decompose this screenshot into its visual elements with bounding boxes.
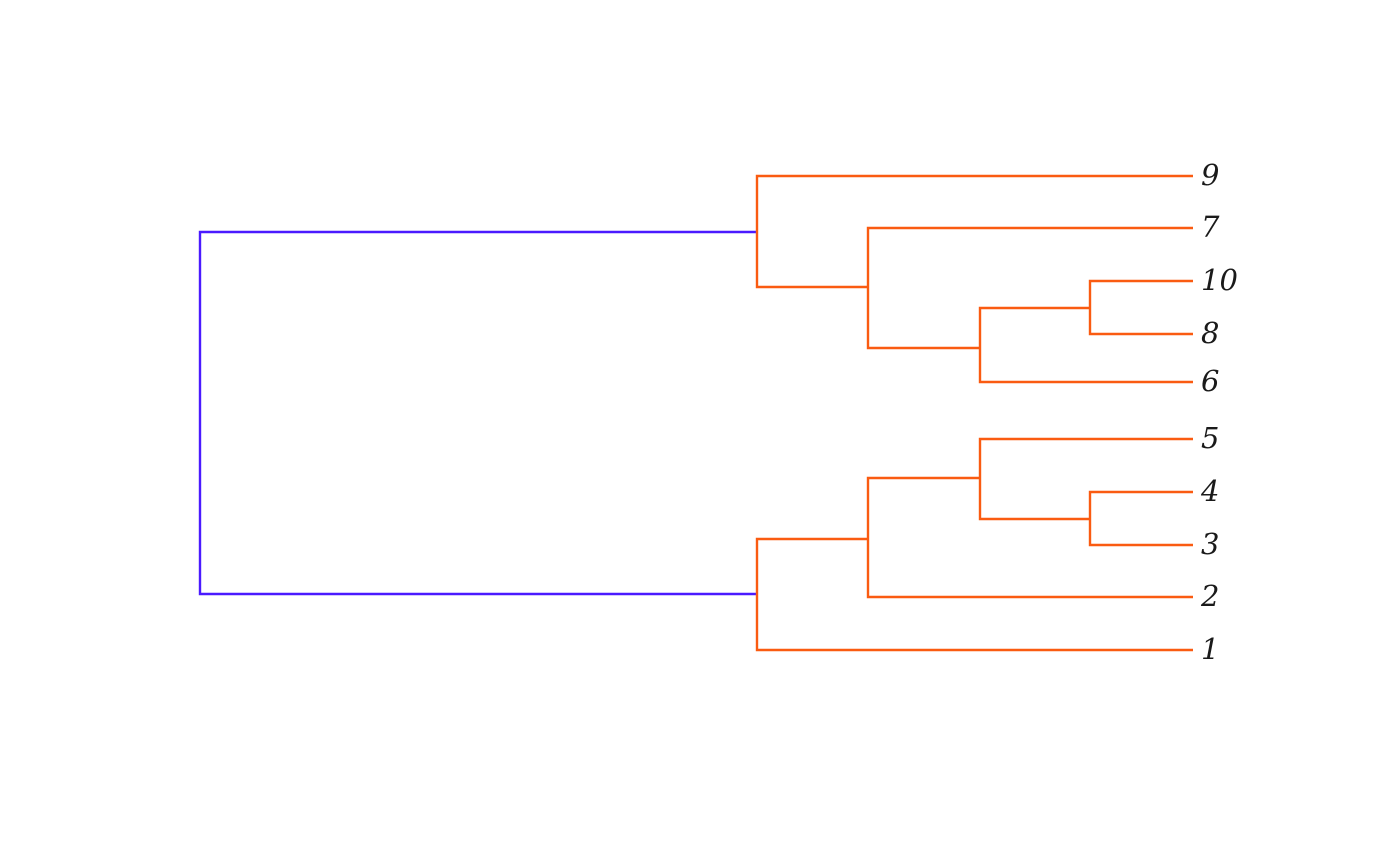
dendrogram-link-cluster-bottom-C (978, 437, 1193, 521)
leaf-label-8: 8 (1201, 316, 1219, 350)
dendrogram-link-cluster-top-A (755, 174, 1193, 289)
dendrogram-link-root (198, 230, 757, 596)
leaf-label-3: 3 (1201, 527, 1219, 561)
dendrogram-link-cluster-bottom-A (755, 537, 1193, 652)
dendrogram-links (198, 174, 1193, 652)
leaf-label-7: 7 (1201, 210, 1220, 244)
leaf-label-1: 1 (1201, 632, 1219, 666)
leaf-label-4: 4 (1200, 474, 1219, 508)
leaf-label-9: 9 (1201, 158, 1219, 192)
leaf-label-2: 2 (1200, 579, 1219, 613)
dendrogram-link-cluster-top-C (978, 306, 1193, 384)
dendrogram-link-cluster-top-D (1088, 279, 1193, 336)
leaf-label-6: 6 (1201, 364, 1219, 398)
dendrogram-link-cluster-bottom-B (866, 476, 1193, 599)
dendrogram-link-cluster-top-B (866, 226, 1193, 350)
dendrogram-leaf-labels: 9 7 10 8 6 5 4 3 2 1 (1200, 158, 1238, 666)
leaf-label-5: 5 (1201, 421, 1219, 455)
dendrogram-link-cluster-bottom-D (1088, 490, 1193, 547)
leaf-label-10: 10 (1201, 263, 1238, 297)
